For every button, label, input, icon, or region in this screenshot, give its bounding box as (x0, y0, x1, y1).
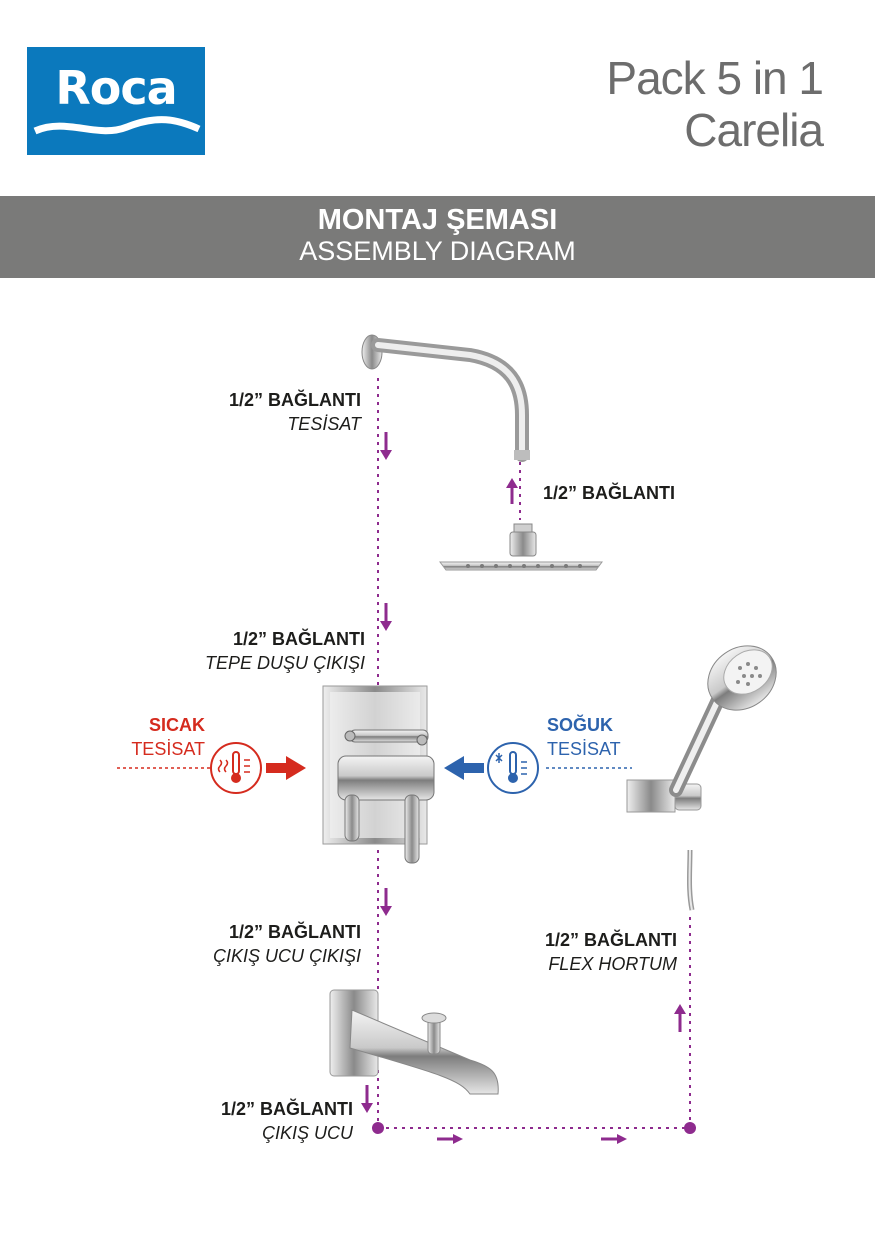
product-title-line2: Carelia (684, 104, 824, 156)
arrow-up-icon (506, 478, 518, 504)
arrow-right-icon (437, 1134, 463, 1144)
concealed-mixer (322, 685, 435, 864)
label-flex-italic: FLEX HORTUM (548, 954, 677, 974)
label-hot-title: SICAK (148, 715, 205, 735)
hot-supply (117, 742, 306, 794)
banner-title: MONTAJ ŞEMASI (317, 204, 558, 236)
product-title: Pack 5 in 1 Carelia (606, 52, 824, 156)
label-top-outlet-italic: TEPE DUŞU ÇIKIŞI (204, 653, 365, 673)
label-spout: 1/2” BAĞLANTI ÇIKIŞ UCU (221, 1097, 353, 1145)
label-flex: 1/2” BAĞLANTI FLEX HORTUM (545, 928, 677, 976)
arrow-right-icon (601, 1134, 627, 1144)
bath-spout (329, 989, 499, 1095)
arrow-down-icon (380, 432, 392, 460)
banner-subtitle: ASSEMBLY DIAGRAM (299, 236, 576, 266)
shower-arm (361, 334, 530, 462)
flow-arrows (361, 432, 686, 1144)
label-wall-arm-bold: 1/2” BAĞLANTI (228, 390, 361, 410)
arrow-up-icon (674, 1004, 686, 1032)
label-head-bold: 1/2” BAĞLANTI (543, 483, 676, 503)
arrow-down-icon (361, 1085, 373, 1113)
label-hot: SICAK TESİSAT (131, 713, 205, 761)
label-cold: SOĞUK TESİSAT (547, 713, 621, 761)
hot-thermometer-icon (210, 742, 262, 794)
label-flex-bold: 1/2” BAĞLANTI (544, 930, 677, 950)
label-wall-arm-italic: TESİSAT (287, 414, 361, 434)
arrow-down-icon (380, 888, 392, 916)
product-title-line1: Pack 5 in 1 (606, 52, 824, 104)
label-cold-title: SOĞUK (547, 715, 614, 735)
label-head: 1/2” BAĞLANTI (543, 481, 675, 505)
label-wall-arm: 1/2” BAĞLANTI TESİSAT (229, 388, 361, 436)
label-spout-outlet-italic: ÇIKIŞ UCU ÇIKIŞI (212, 946, 361, 966)
arrow-down-icon (380, 603, 392, 631)
label-spout-outlet-bold: 1/2” BAĞLANTI (228, 922, 361, 942)
label-spout-outlet: 1/2” BAĞLANTI ÇIKIŞ UCU ÇIKIŞI (213, 920, 361, 968)
section-banner: MONTAJ ŞEMASI ASSEMBLY DIAGRAM (0, 196, 875, 278)
junction-dot-left (372, 1122, 384, 1134)
label-hot-sub: TESİSAT (131, 739, 205, 759)
cold-supply (444, 742, 632, 794)
roca-logo: Roca (27, 47, 205, 155)
arrow-left-icon (444, 756, 484, 780)
hand-shower (626, 645, 777, 911)
label-top-outlet-bold: 1/2” BAĞLANTI (232, 629, 365, 649)
label-spout-bold: 1/2” BAĞLANTI (220, 1099, 353, 1119)
label-spout-italic: ÇIKIŞ UCU (261, 1123, 353, 1143)
logo-text: Roca (55, 61, 177, 115)
flow-lines (377, 378, 691, 1129)
junction-dot-right (684, 1122, 696, 1134)
cold-thermometer-icon (487, 742, 539, 794)
overhead-shower-head (439, 523, 603, 571)
arrow-right-icon (266, 756, 306, 780)
logo-wave-icon (33, 116, 201, 135)
label-cold-sub: TESİSAT (547, 739, 621, 759)
label-top-outlet: 1/2” BAĞLANTI TEPE DUŞU ÇIKIŞI (205, 627, 365, 675)
